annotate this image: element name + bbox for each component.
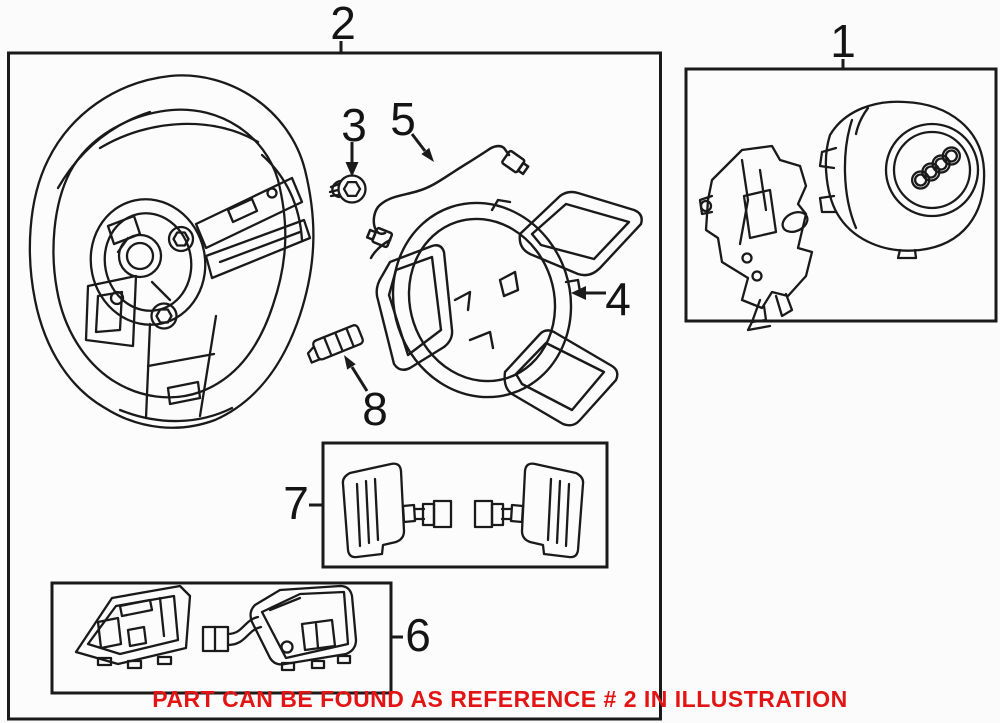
callout-3: 3 [341,99,367,151]
airbag-module-drawing [818,100,986,260]
wheel-left-spoke [84,274,138,348]
wheel-right-spoke [194,176,312,280]
paddle-switch-left-drawing [341,462,453,559]
arrow-8 [344,355,369,392]
callout-7: 7 [283,477,309,529]
harness-connector-a [365,226,394,249]
wheel-hub [89,198,207,330]
wheel-bottom-spoke [144,314,218,420]
callout-4: 4 [605,273,631,325]
harness-drawing [365,144,530,260]
arrow-4 [571,286,606,300]
trim-cover-drawing [375,190,643,427]
reference-note: PART CAN BE FOUND AS REFERENCE # 2 IN IL… [152,686,848,712]
callout-5: 5 [390,93,416,145]
callout-2: 2 [330,0,356,49]
box-7 [321,441,609,569]
audi-rings-icon [910,146,962,190]
callout-8: 8 [362,383,388,435]
callout-1: 1 [830,15,856,67]
arrow-3 [345,142,359,177]
bolt-drawing [328,174,367,204]
arrow-5 [410,133,434,162]
callout-arrows [344,133,606,392]
connector-module-drawing [306,324,364,364]
steering-wheel-drawing [28,74,315,429]
switch-right-drawing [201,584,358,672]
illustration-1-box [684,67,998,323]
harness-connector-b [501,149,530,176]
callout-6: 6 [405,609,431,661]
switch-left-drawing [74,584,192,670]
paddle-switch-right-drawing [473,462,585,559]
box-6 [50,581,393,695]
callout-leaders [309,41,845,639]
airbag-bracket-drawing [698,144,814,332]
